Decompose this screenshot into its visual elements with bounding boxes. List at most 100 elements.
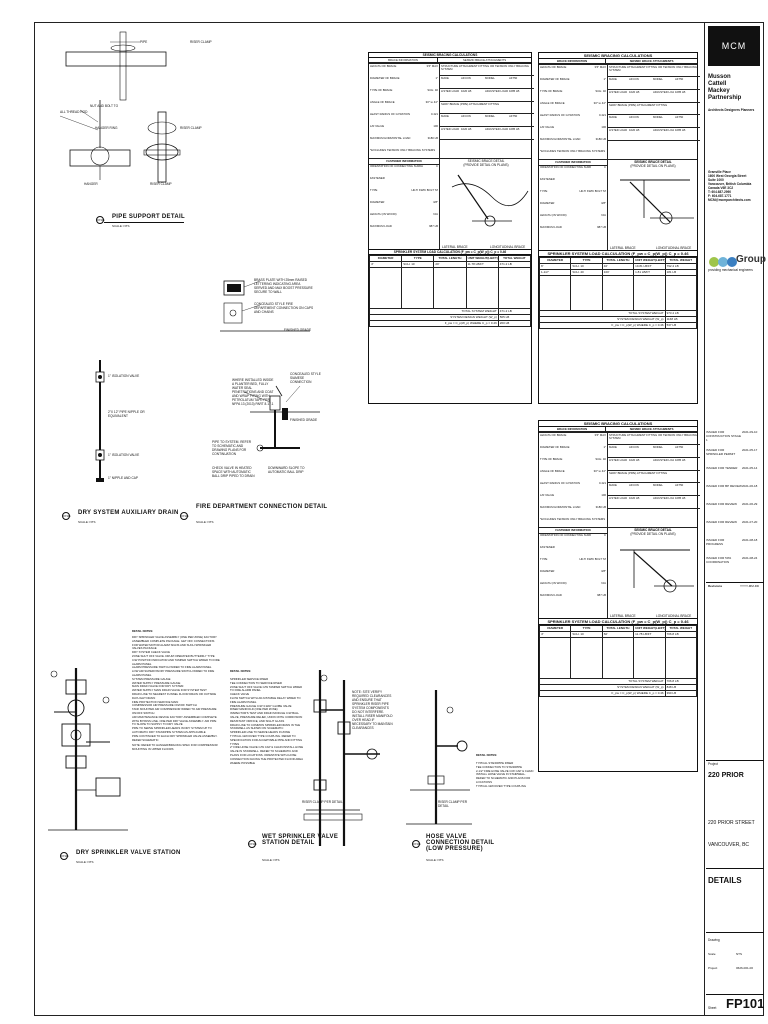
- sheet-label: Sheet: [708, 1006, 717, 1010]
- fdc-label: FINISHED GRADE: [290, 418, 318, 422]
- detail-title: HOSE VALVE CONNECTION DETAIL (LOW PRESSU…: [426, 834, 495, 852]
- project-address-1: 220 PRIOR STREET: [708, 820, 755, 826]
- note-item: SYSTEM PRESSURE GAUGE: [132, 676, 171, 681]
- divider: [706, 760, 764, 761]
- note-item: ALARM PRESSURE SWITCH WIRED TO FIRE ALAR…: [132, 665, 212, 670]
- note-item: COMPRESSOR AIR PRESSURE ON/OFF SWITCH: [132, 703, 197, 708]
- consultant-sub: providing mechanical engineers: [708, 268, 753, 272]
- detail-title: PIPE SUPPORT DETAIL: [112, 214, 185, 220]
- brace-attach-list: STRUCTURE ATTACHMENT FITTING OR TENSION …: [440, 64, 534, 158]
- fdc-plate-label: CONCEALED STYLE FIRE DEPARTMENT CONNECTI…: [254, 302, 314, 314]
- pipe-support-label: HANGER: [84, 182, 98, 186]
- pipe-support-label: HANGER RING: [95, 126, 118, 130]
- divider: [706, 582, 764, 583]
- consultant-logo: [709, 257, 737, 267]
- note-item: MAIN DRAIN VALVE FOR DRY SYSTEM: [132, 684, 184, 689]
- note-item: PIPE CONTINUED TO EACH DRY SPRINKLER VAL…: [132, 733, 218, 742]
- note-item: TEE CONNECTION TO SERVICE RISER: [230, 680, 282, 685]
- detail-number-bubble: FP101: [180, 512, 189, 520]
- load-calc-title: SPRINKLER SYSTEM LOAD CALCULATION (F_pw …: [539, 618, 697, 626]
- brace-detail-area: SEISMIC BRACE DETAIL (PROVIDE DETAIL ON …: [440, 159, 532, 249]
- note-item: TYPICAL GROOVED TYPE COUPLING. REFER TO …: [230, 733, 303, 746]
- brace-attach-list: STRUCTURE ATTACHMENT FITTING OR TENSION …: [608, 433, 700, 527]
- notes-heading: DETAIL NOTES:: [476, 753, 498, 757]
- aux-drain-label: 1" NIPPLE AND CAP: [108, 476, 139, 480]
- brace-sketch: [451, 175, 529, 227]
- load-calc-title: SPRINKLER SYSTEM LOAD CALCULATION (F_pw …: [369, 249, 531, 256]
- pipe-support-label: NUT AND BOLT TO: [90, 104, 119, 108]
- seismic-calc-table-3: SEISMIC BRACING CALCULATIONS BRACE INFOR…: [538, 420, 700, 772]
- note-item: INSPECTOR'S TEST AND DRAIN MODULE C/W BA…: [230, 711, 303, 723]
- detail-title: DRY SPRINKLER VALVE STATION: [76, 850, 181, 856]
- note-item: PIPE TO SERVE SPRINKLER HEADS IN DRY SYS…: [132, 726, 212, 734]
- brace-calc-title: SEISMIC BRACING CALCULATIONS: [369, 53, 531, 58]
- note-item: PRESSURE GAUGE C/W 3-WAY GLOBE VALVE: [230, 703, 292, 708]
- pipe-support-drawing: [59, 31, 181, 183]
- note-item: TANK MOUNTED AIR COMPRESSOR WIRED TO AIR…: [132, 707, 217, 715]
- note-item: AIR MAINTENANCE DEVICE FACTORY ASSEMBLED…: [132, 714, 217, 727]
- sheet-number: FP101: [726, 996, 765, 1011]
- title-underline: [104, 222, 184, 223]
- wet-valve-drawing: [303, 670, 380, 846]
- pipe-support-label: ALL THREAD ROD: [60, 110, 88, 114]
- drawing-title: DETAILS: [708, 876, 742, 885]
- sheet-border: [34, 22, 764, 1016]
- notes-heading: DETAIL NOTES:: [132, 629, 154, 633]
- detail-number-bubble: FP101: [96, 216, 105, 224]
- fastener-info: FASTENER INFORMATION ORIENTATION OF CONN…: [539, 528, 608, 619]
- note-item: LOW AIR SUPERVISORY PRESSURE SWITCH WIRE…: [132, 669, 215, 677]
- note-footnote: NOTE: REFER TO HANGER/BRACING SPEC FOR C…: [132, 743, 218, 752]
- pipe-support-label: RISER CLAMP: [180, 126, 202, 130]
- note-item: ZONE SHUT OFF VALVE C/W TAMPER SWITCH WI…: [230, 684, 303, 693]
- detail-number-bubble: FP101: [60, 852, 69, 860]
- detail-number-bubble: FP101: [412, 840, 421, 848]
- detail-scale: SCALE: NTS: [76, 860, 94, 864]
- project-address-2: VANCOUVER, BC: [708, 842, 750, 848]
- note-item: WATER SUPPLY PRESSURE GAUGE: [132, 680, 181, 685]
- firm-subtitle: Architects Designers Planners: [708, 108, 755, 112]
- brace-attach-heading: SEISMIC BRACE ATTACHMENTS: [438, 58, 531, 64]
- wet-valve-label: RISER CLAMP PER DETAIL: [302, 800, 343, 804]
- note-item: SPRINKLER SERVICE RISER: [230, 677, 269, 681]
- fdc-plate-drawing: [220, 280, 310, 332]
- brace-calc-title: SEISMIC BRACING CALCULATIONS: [539, 421, 697, 427]
- detail-scale: SCALE: NTS: [78, 520, 96, 524]
- fastener-info: FASTENER INFORMATION ORIENTATION OF CONN…: [369, 159, 440, 250]
- aux-drain-label: 1" ISOLATION VALVE: [108, 453, 140, 457]
- wet-valve-side-note: NOTE: SITE VERIFY REQUIRED CLEARANCES AN…: [352, 690, 393, 730]
- brace-detail-area: SEISMIC BRACE DETAIL (PROVIDE DETAIL ON …: [608, 528, 698, 618]
- fdc-label: DOWNWARD SLOPE TO AUTOMATIC BALL DRIP: [268, 466, 305, 474]
- detail-number-bubble: FP101: [62, 512, 71, 520]
- fdc-label: CONCEALED STYLE SIAMESE CONNECTION: [290, 372, 321, 384]
- note-item: 2-1/2" FIRE HOSE VALVE C/W CAP & CHAIN I…: [476, 768, 534, 784]
- notes-heading: DETAIL NOTES:: [230, 669, 252, 673]
- dry-valve-notes: DRY SPRINKLER VALVE ASSEMBLY (ONE PER ZO…: [132, 635, 220, 752]
- pipe-support-label: PIPE: [140, 40, 148, 44]
- detail-scale: SCALE: NTS: [262, 858, 280, 862]
- fdc-plate-label: BRASS PLATE WITH 25mm RAISED LETTERING I…: [254, 278, 313, 294]
- detail-number-bubble: FP101: [248, 840, 257, 848]
- project-name: 220 PRIOR: [708, 772, 744, 779]
- dry-valve-drawing: [48, 668, 128, 831]
- note-item: ZONE SHUT OFF VALVE. DRUM OPERATED BUTTE…: [132, 653, 220, 666]
- note-item: TYPICAL GROOVED TYPE COUPLING: [476, 783, 527, 788]
- wet-valve-notes: SPRINKLER SERVICE RISER TEE CONNECTION T…: [230, 677, 304, 765]
- detail-scale: SCALE: NTS: [196, 520, 214, 524]
- note-item: WATER SUPPLY MAIN DRAIN VALVE FOR SYSTEM…: [132, 688, 207, 693]
- divider: [706, 932, 764, 933]
- consultant-name: Group: [736, 254, 766, 265]
- hose-valve-label: RISER CLAMP PER DETAIL: [438, 800, 467, 808]
- hose-valve-drawing: [406, 690, 472, 825]
- detail-title: DRY SYSTEM AUXILIARY DRAIN: [78, 510, 179, 516]
- project-label: Project: [708, 762, 718, 766]
